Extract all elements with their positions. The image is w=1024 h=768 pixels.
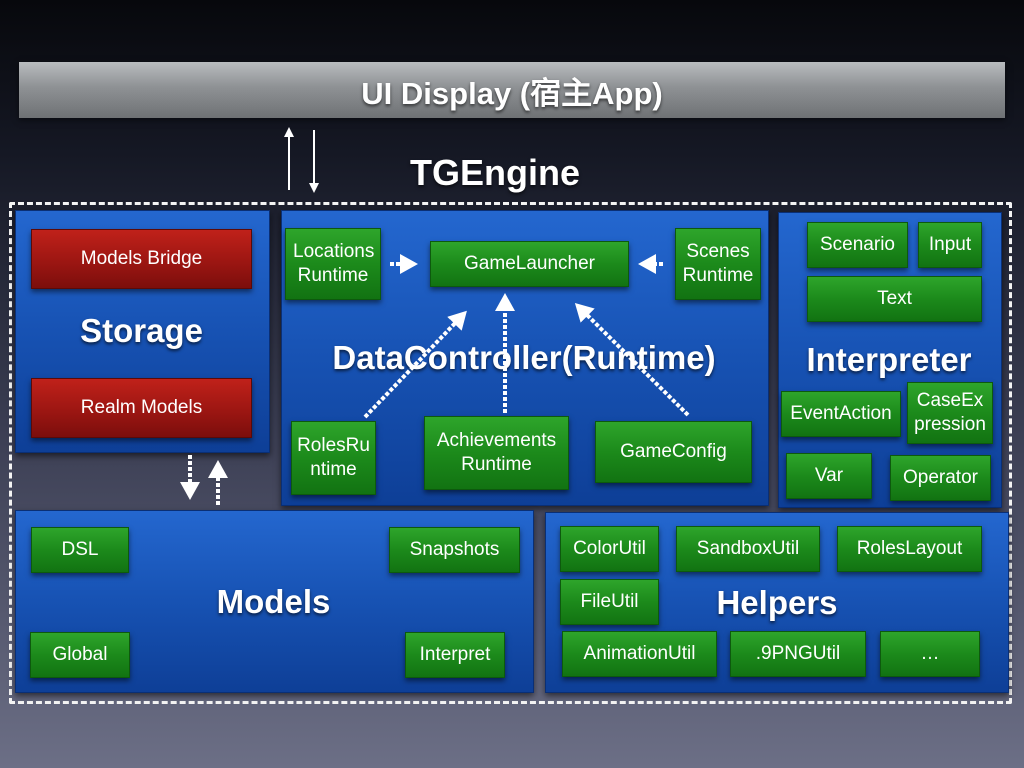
arrow-roles-to-launcher: [363, 310, 467, 419]
snapshots-box: Snapshots: [389, 527, 520, 573]
ui-display-bar: UI Display (宿主App): [19, 62, 1005, 118]
dsl-box: DSL: [31, 527, 129, 573]
case-expression-label: CaseEx pression: [914, 390, 986, 435]
ui-display-label: UI Display (宿主App): [361, 75, 663, 111]
scenes-runtime-label: Scenes Runtime: [682, 241, 754, 286]
var-box: Var: [786, 453, 872, 499]
animation-util-box: AnimationUtil: [562, 631, 717, 677]
operator-box: Operator: [890, 455, 991, 501]
locations-runtime-box: Locations Runtime: [285, 228, 381, 300]
engine-frame: [9, 202, 1012, 704]
text-box: Text: [807, 276, 982, 322]
scenario-box: Scenario: [807, 222, 908, 268]
more-helpers-box: …: [880, 631, 980, 677]
roles-runtime-label: RolesRu ntime: [297, 435, 370, 480]
realm-models-box: Realm Models: [31, 378, 252, 438]
input-box: Input: [918, 222, 982, 268]
roles-layout-box: RolesLayout: [837, 526, 982, 572]
achievements-runtime-box: Achievements Runtime: [424, 416, 569, 490]
case-expression-box: CaseEx pression: [907, 382, 993, 444]
locations-runtime-label: Locations Runtime: [293, 241, 375, 286]
color-util-box: ColorUtil: [560, 526, 659, 572]
scenes-runtime-box: Scenes Runtime: [675, 228, 761, 300]
achievements-runtime-label: Achievements Runtime: [436, 430, 557, 475]
global-box: Global: [30, 632, 130, 678]
game-launcher-box: GameLauncher: [430, 241, 629, 287]
interpreter-title: Interpreter: [806, 341, 972, 378]
storage-title: Storage: [80, 312, 203, 349]
sandbox-util-box: SandboxUtil: [676, 526, 820, 572]
file-util-box: FileUtil: [560, 579, 659, 625]
engine-title: TGEngine: [410, 152, 580, 193]
game-config-box: GameConfig: [595, 421, 752, 483]
data-controller-title: DataController(Runtime): [332, 339, 716, 376]
arrow-gameconfig-to-launcher: [574, 302, 690, 417]
event-action-box: EventAction: [781, 391, 901, 437]
models-bridge-box: Models Bridge: [31, 229, 252, 289]
interpret-box: Interpret: [405, 632, 505, 678]
models-title: Models: [216, 583, 331, 620]
helpers-title: Helpers: [716, 584, 838, 621]
roles-runtime-box: RolesRu ntime: [291, 421, 376, 495]
nine-png-util-box: .9PNGUtil: [730, 631, 866, 677]
